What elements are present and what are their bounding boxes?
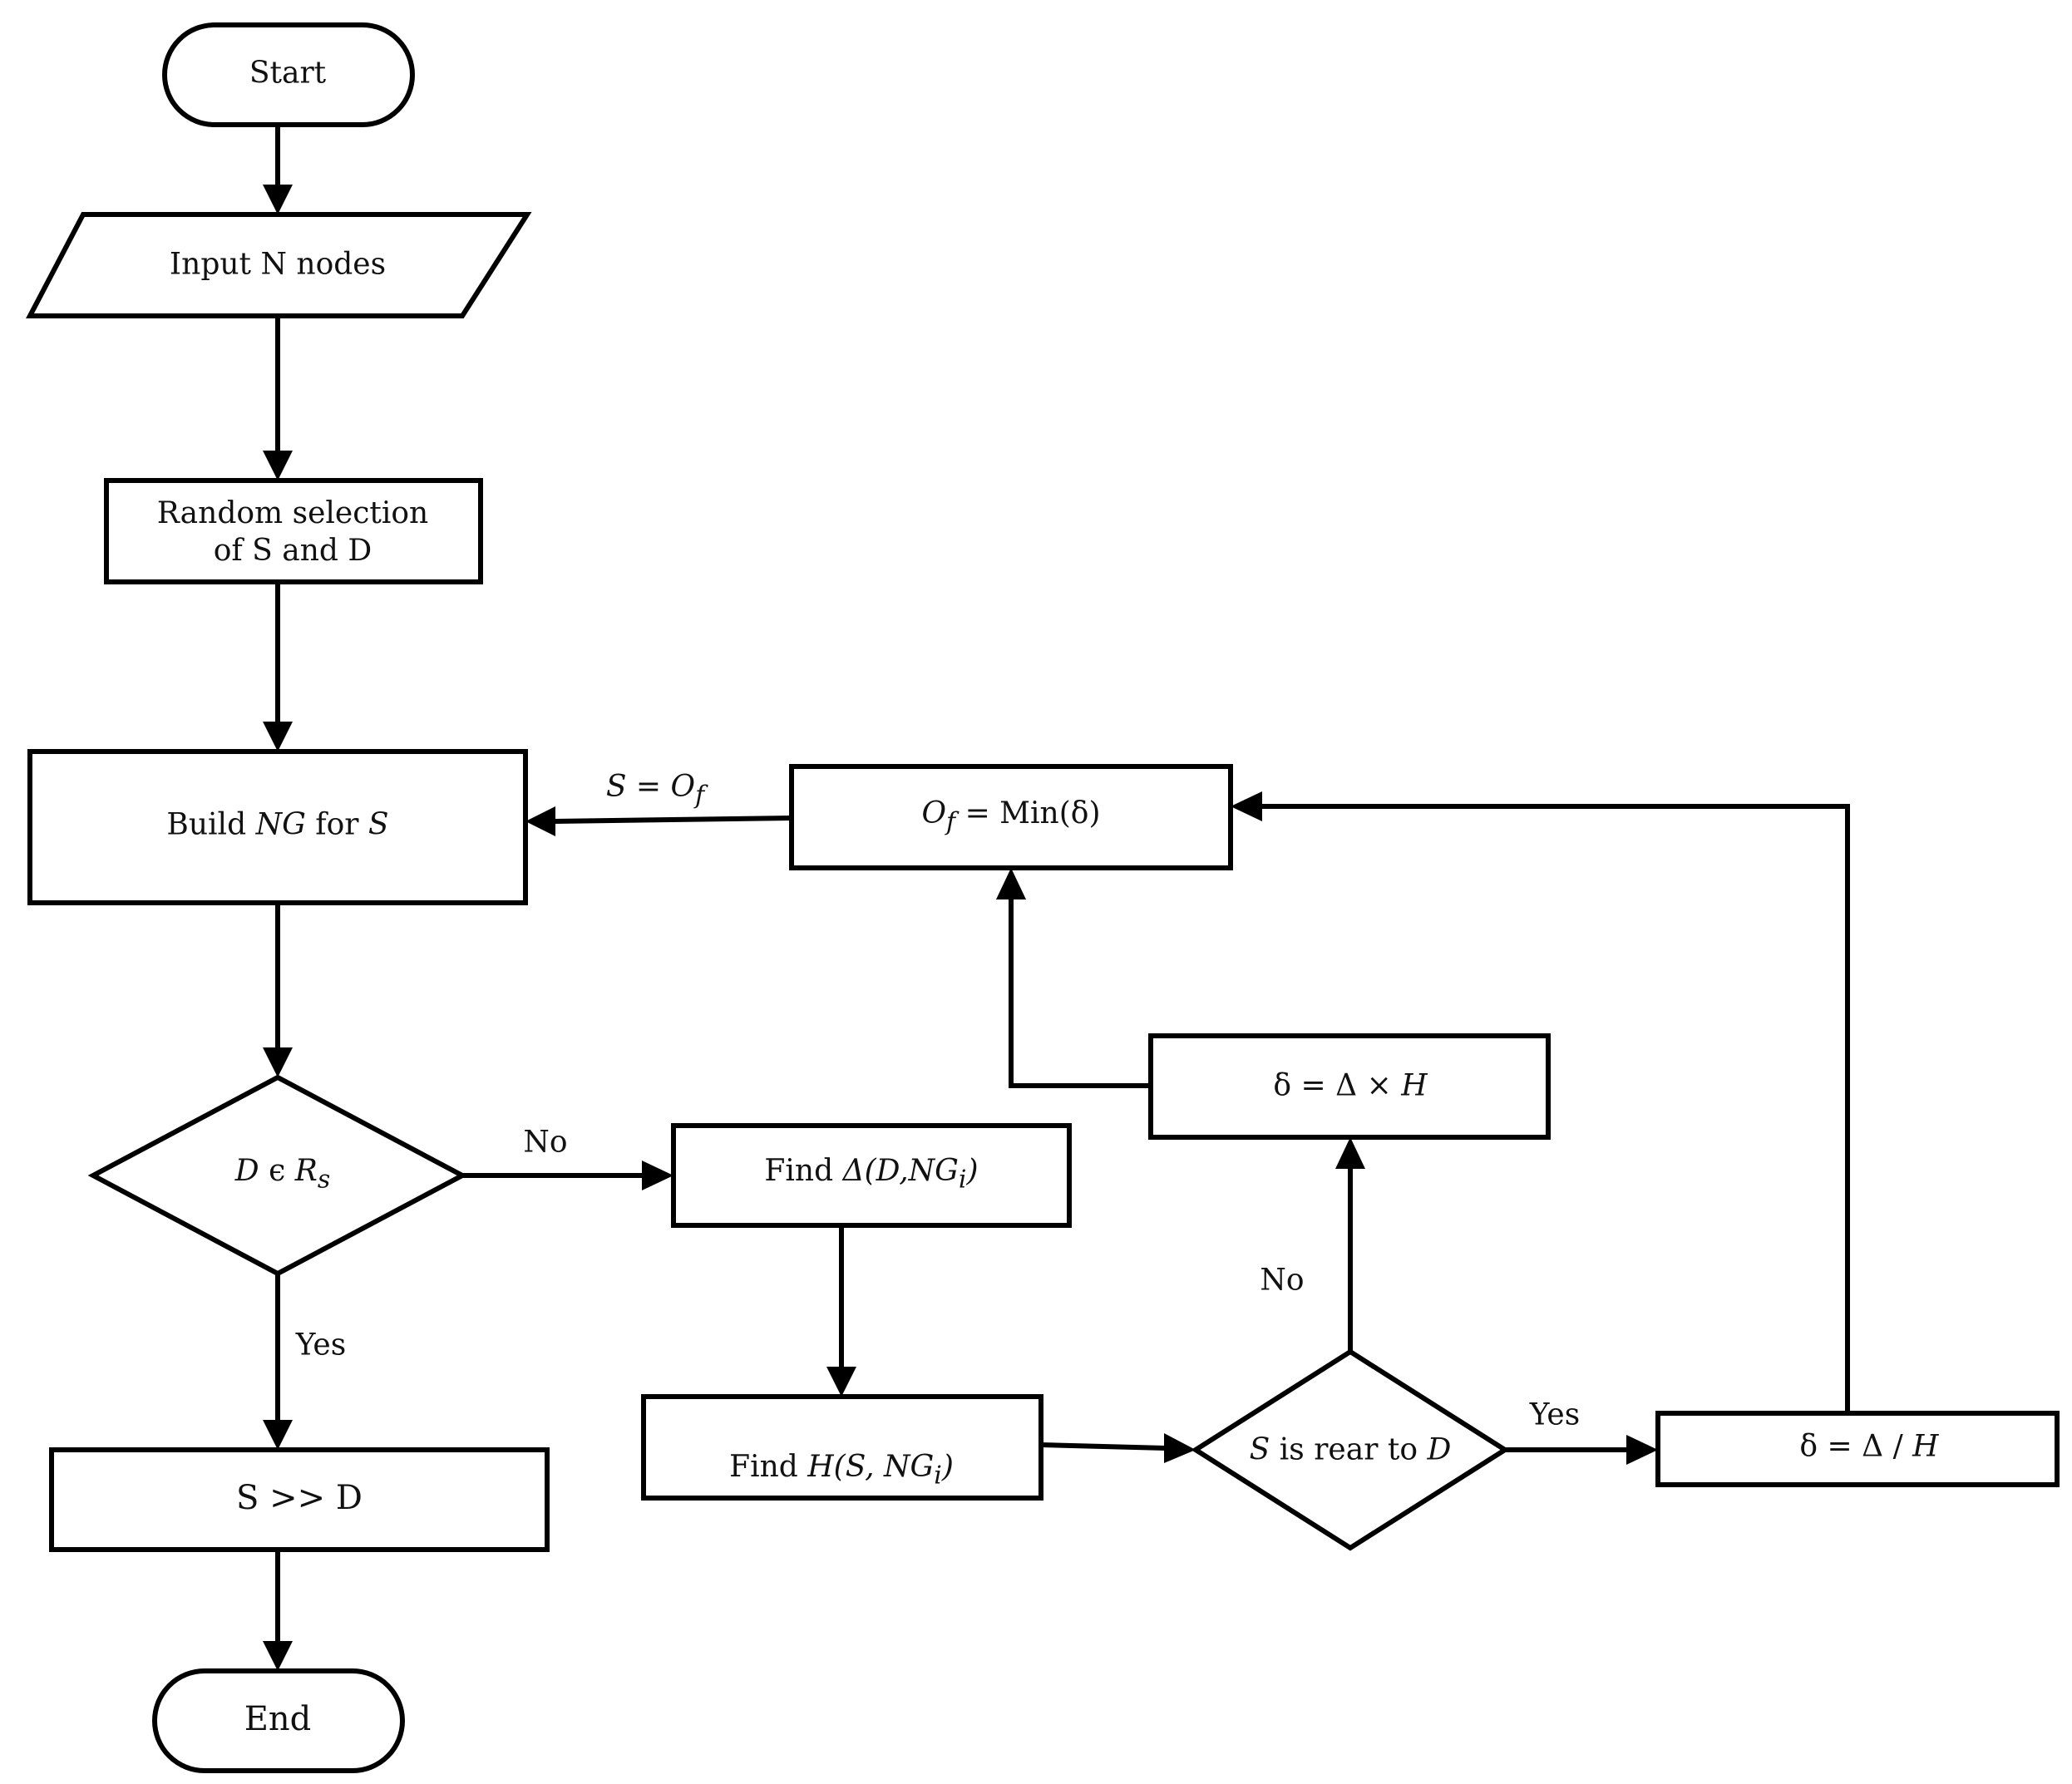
arrowhead: [525, 806, 555, 836]
random-selection-box: [104, 478, 483, 584]
random-selection-line2: of S and D: [213, 534, 372, 568]
of-min-label: Of = Min(δ): [922, 795, 1101, 838]
start-label: Start: [249, 55, 326, 92]
end-text: End: [244, 1700, 312, 1738]
end-label: End: [244, 1698, 312, 1740]
random-selection-label: Random selection of S and D: [114, 495, 471, 569]
edge-label-yes-1: Yes: [296, 1327, 346, 1364]
build-text-pre: Build: [166, 807, 256, 842]
build-ng-label: Build NG for S: [166, 806, 388, 844]
arrowhead: [263, 185, 293, 214]
arrowhead: [826, 1367, 856, 1397]
send-label: S >> D: [236, 1477, 363, 1519]
edge-label-yes-2: Yes: [1530, 1397, 1580, 1434]
arrowhead: [263, 1641, 293, 1671]
arrowhead: [1164, 1433, 1196, 1463]
find-delta-label: Find Δ(D,NGi): [764, 1152, 978, 1195]
edge-label-no-2: No: [1260, 1262, 1304, 1299]
decision-s-rear-to-d: [1191, 1348, 1510, 1551]
random-selection-line1: Random selection: [156, 496, 429, 530]
div-h: H: [1912, 1429, 1939, 1464]
s-eq-s: S: [605, 770, 627, 805]
send-box: [49, 1447, 550, 1552]
arrowhead: [642, 1161, 673, 1190]
edge-findh-decision2: [1040, 1442, 1168, 1451]
build-text-ng: NG: [255, 807, 306, 842]
of-o: O: [921, 796, 947, 831]
find-h-expr: H(S, NG: [807, 1450, 935, 1485]
connectors: [263, 125, 1850, 1671]
decision1-label: D ϵ Rs: [235, 1152, 330, 1195]
find-delta-post: ): [966, 1154, 979, 1189]
delta-mult-label: δ = Δ × H: [1273, 1067, 1427, 1105]
decision2-s: S: [1249, 1432, 1270, 1467]
arrowhead: [1231, 791, 1262, 821]
arrowhead: [1626, 1435, 1658, 1465]
div-left: δ = Δ /: [1799, 1429, 1913, 1464]
s-eq-o: O: [670, 770, 696, 805]
find-delta-sub: i: [958, 1165, 967, 1195]
find-h-sub: i: [934, 1461, 942, 1491]
edge-label-s-eq-of: S = Of: [606, 768, 704, 811]
build-text-mid: for: [305, 807, 368, 842]
mult-left: δ = Δ ×: [1273, 1068, 1402, 1103]
decision1-sub: s: [317, 1165, 331, 1195]
decision1-d: D: [234, 1154, 259, 1189]
s-eq-sub: f: [695, 781, 705, 811]
end-terminal: [152, 1668, 405, 1773]
edge-label-no-1: No: [523, 1124, 567, 1161]
decision2-d: D: [1427, 1432, 1452, 1467]
arrowhead: [1335, 1137, 1365, 1169]
yes-1-text: Yes: [295, 1328, 347, 1363]
input-label: Input N nodes: [170, 246, 386, 283]
input-text: Input N nodes: [169, 247, 387, 282]
arrowhead: [996, 868, 1026, 899]
decision1-r: R: [294, 1154, 318, 1189]
find-h-box: [641, 1394, 1043, 1501]
no-2-text: No: [1260, 1263, 1305, 1298]
input-parallelogram: [26, 212, 532, 318]
of-sub: f: [946, 807, 956, 837]
decision1-in: ϵ: [259, 1154, 295, 1189]
arrowhead: [263, 1420, 293, 1450]
edge-of-build: [553, 816, 792, 824]
send-text: S >> D: [236, 1479, 363, 1517]
start-text: Start: [249, 56, 327, 91]
decision2-label: S is rear to D: [1250, 1432, 1452, 1469]
edge-mult-of: [1009, 898, 1151, 1088]
arrowhead: [263, 451, 293, 480]
build-text-s: S: [368, 807, 389, 842]
arrowhead: [263, 1047, 293, 1077]
s-eq-mid: =: [626, 770, 671, 805]
arrowhead: [263, 722, 293, 752]
delta-div-box: [1655, 1411, 2060, 1487]
find-h-pre: Find: [729, 1450, 808, 1485]
find-delta-box: [671, 1123, 1072, 1228]
delta-mult-box: [1148, 1033, 1551, 1140]
decision2-mid: is rear to: [1270, 1432, 1428, 1467]
of-rest: = Min(δ): [955, 796, 1101, 831]
start-terminal: [162, 22, 415, 127]
find-h-post: ): [941, 1450, 954, 1485]
edge-div-of: [1260, 804, 1850, 1413]
find-delta-pre: Find: [764, 1154, 843, 1189]
delta-div-label: δ = Δ / H: [1799, 1428, 1938, 1466]
find-delta-expr: Δ(D,NG: [842, 1154, 959, 1189]
find-h-label: Find H(S, NGi): [729, 1448, 954, 1491]
of-min-box: [789, 764, 1233, 870]
yes-2-text: Yes: [1529, 1397, 1581, 1432]
mult-h: H: [1401, 1068, 1428, 1103]
no-1-text: No: [523, 1125, 568, 1160]
